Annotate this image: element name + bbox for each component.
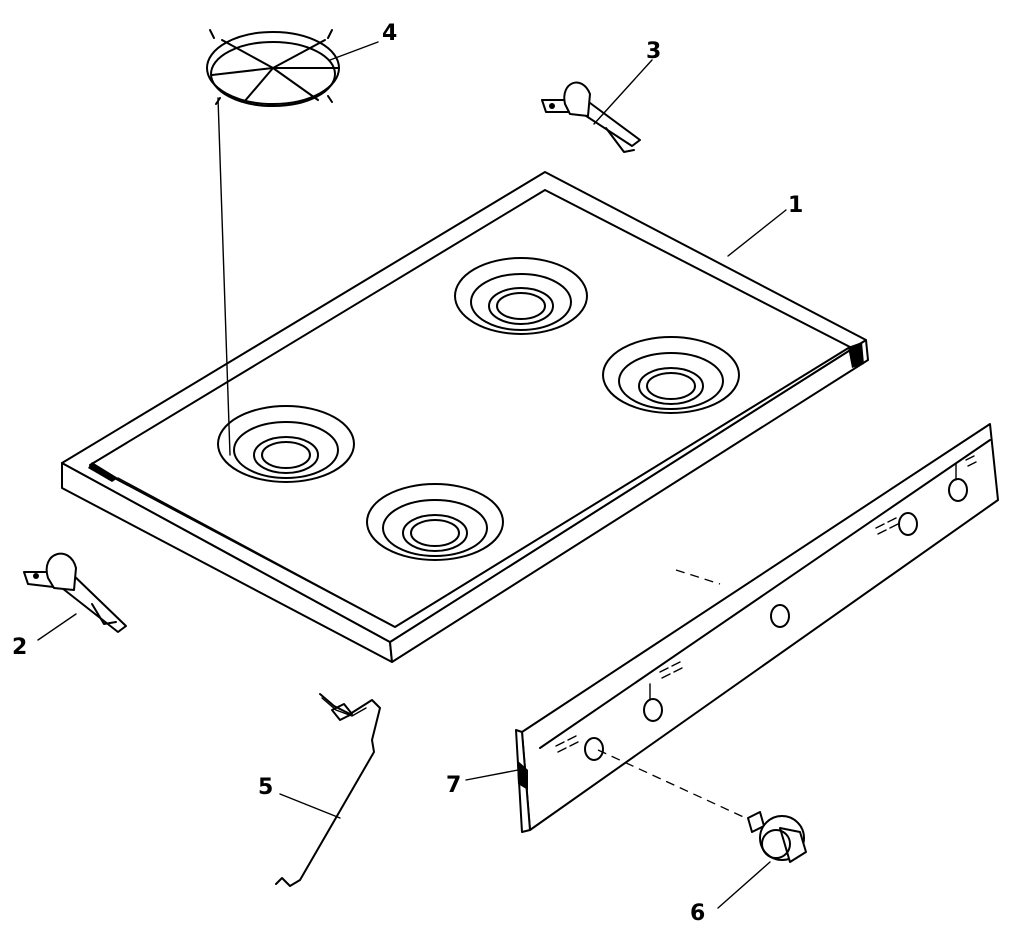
- grate-part: [206, 29, 340, 456]
- callout-4-label: 4: [382, 21, 397, 46]
- burner-rear-right: [602, 336, 740, 414]
- callout-7-label: 7: [446, 773, 461, 798]
- leader-lines: [37, 41, 787, 909]
- callout-3-label: 3: [646, 39, 661, 64]
- cooktop-part: [61, 171, 869, 663]
- callout-1-label: 1: [788, 193, 803, 218]
- right-bracket-part: [541, 81, 641, 153]
- left-bracket-part: [23, 552, 127, 633]
- knob-part: [597, 749, 807, 863]
- burner-front-right: [366, 483, 504, 561]
- callout-2-label: 2: [12, 635, 27, 660]
- wire-rod-part: [275, 693, 381, 887]
- callout-5-label: 5: [258, 775, 273, 800]
- burner-front-left: [217, 405, 355, 483]
- control-panel-part: [515, 423, 999, 833]
- callout-6-label: 6: [690, 901, 705, 926]
- burner-rear-left: [454, 257, 588, 335]
